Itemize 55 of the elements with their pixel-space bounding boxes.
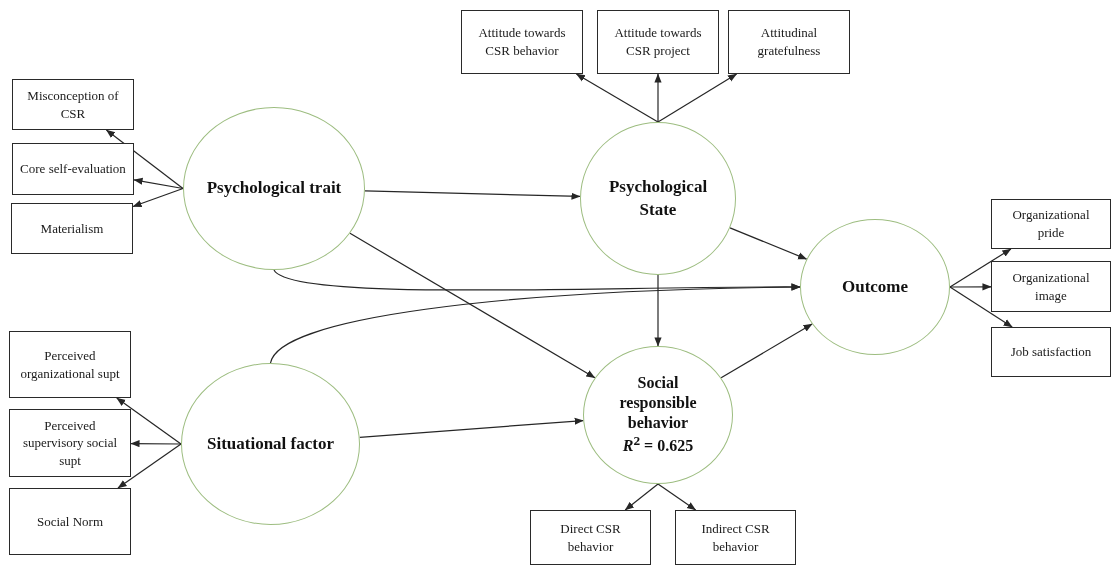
construct-label: Social responsible behavior <box>618 373 698 434</box>
indicator-box <box>9 409 131 477</box>
indicator-box <box>9 331 131 398</box>
arrow <box>269 283 801 364</box>
indicator-label: Job satisfaction <box>1010 343 1092 361</box>
arrow <box>116 397 182 445</box>
arrow <box>349 232 596 379</box>
indicator-label: Materialism <box>40 219 104 238</box>
indicator-label: Organizational image <box>1011 268 1091 305</box>
arrow <box>132 187 184 208</box>
indicator-box <box>12 143 134 195</box>
indicator-label: Core self-evaluation <box>20 160 126 178</box>
arrow <box>657 73 738 123</box>
arrow <box>624 483 659 511</box>
indicator-label: Organizational pride <box>1011 206 1091 242</box>
arrow <box>729 227 808 260</box>
indicator-label: Attitude towards CSR project <box>613 24 703 60</box>
indicator-label: Direct CSR behavior <box>559 519 622 556</box>
indicator-box <box>530 510 651 565</box>
arrow <box>364 190 581 200</box>
arrow <box>657 483 697 511</box>
indicator-label: Perceived supervisory social supt <box>21 416 119 470</box>
indicator-box <box>728 10 850 74</box>
arrow <box>105 129 184 190</box>
arrow <box>654 73 662 123</box>
arrow <box>575 73 659 123</box>
arrow <box>133 177 184 190</box>
arrow <box>949 286 1013 328</box>
indicator-box <box>597 10 719 74</box>
indicator-label: Indirect CSR behavior <box>700 519 771 556</box>
indicator-box <box>9 488 131 555</box>
indicator-label: Misconception of CSR <box>26 86 120 123</box>
indicator-box <box>991 261 1111 312</box>
arrow <box>654 274 662 347</box>
indicator-box <box>675 510 796 565</box>
construct-label: Psychological trait <box>206 177 342 200</box>
construct-label: Situational factor <box>207 432 334 455</box>
arrow <box>130 440 182 448</box>
indicator-box <box>461 10 583 74</box>
arrow <box>117 443 182 489</box>
arrow <box>949 248 1012 288</box>
indicator-box <box>991 327 1111 377</box>
construct-label: Outcome <box>841 275 909 298</box>
indicator-box <box>991 199 1111 249</box>
indicator-label: Perceived organizational supt <box>19 346 121 383</box>
arrow <box>720 323 813 379</box>
arrow <box>949 283 992 291</box>
indicator-box <box>12 79 134 130</box>
indicator-label: Attitudinal gratefulness <box>756 24 822 60</box>
arrow <box>359 417 584 438</box>
construct-label: R$^{2}$ = 0.625 <box>622 433 694 457</box>
indicator-label: Social Norm <box>36 512 104 531</box>
indicator-label: Attitude towards CSR behavior <box>477 24 567 60</box>
construct-label: Psychological State <box>607 176 709 221</box>
indicator-box <box>11 203 133 254</box>
